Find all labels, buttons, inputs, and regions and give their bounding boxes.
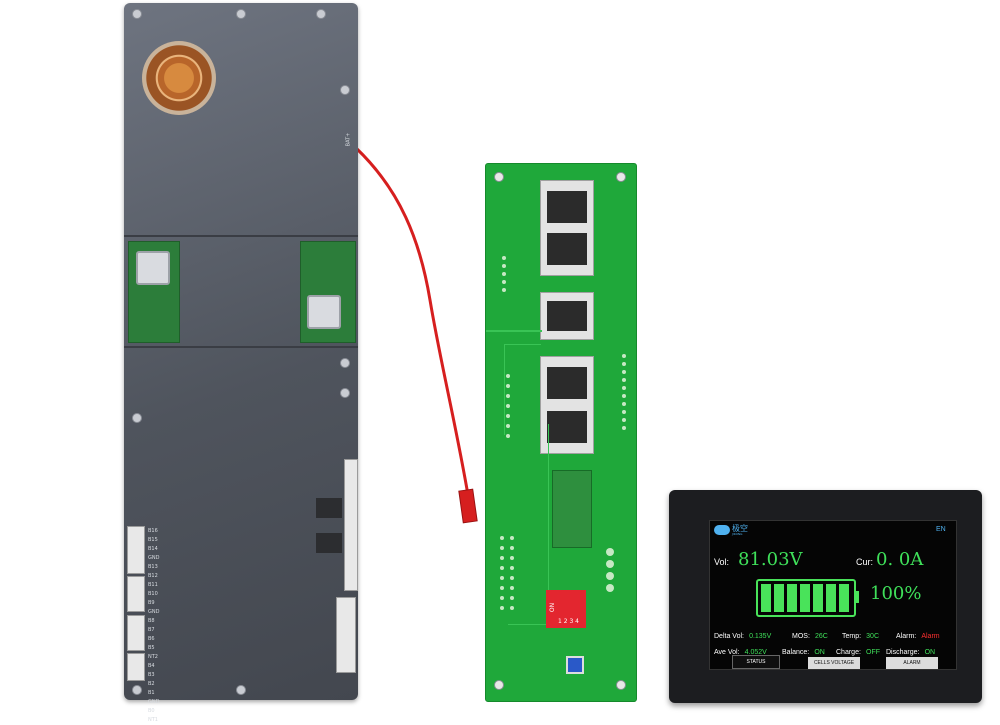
dip-switch[interactable]: ON 1 2 3 4: [546, 590, 586, 628]
delta-label: Delta Vol:: [714, 633, 744, 640]
cloud-logo-icon: [714, 525, 730, 535]
brand-text: 极空: [732, 524, 748, 533]
terminal-block: [552, 470, 592, 548]
blue-reset-button[interactable]: [566, 656, 584, 674]
rj45-port-2[interactable]: [540, 292, 594, 340]
delta-value: 0.135V: [749, 633, 772, 640]
tab-status[interactable]: STATUS: [732, 655, 780, 669]
rj45-port-3[interactable]: [540, 356, 594, 454]
alarm-label: Alarm:: [896, 633, 917, 640]
current-value: 0. 0A: [876, 549, 924, 570]
dip-numbers: 1 2 3 4: [558, 618, 579, 625]
adapter-pcb: ON 1 2 3 4: [485, 163, 637, 702]
brand-subtext: JIKONG: [732, 532, 743, 536]
dip-on-label: ON: [549, 602, 557, 613]
bms-left-terminal: [136, 251, 170, 285]
temp-label: Temp:: [842, 633, 862, 640]
balance-value: ON: [814, 649, 825, 656]
mos-value: 26C: [814, 633, 828, 640]
alarm-value: Alarm: [921, 633, 940, 640]
inductor-coil: [142, 41, 216, 115]
voltage-value: 81.03V: [738, 549, 803, 570]
current-label: Cur:: [856, 557, 874, 567]
percent-value: 100%: [870, 583, 922, 604]
voltage-label: Vol:: [714, 557, 730, 567]
temp-value: 30C: [866, 633, 879, 640]
discharge-value: ON: [924, 649, 936, 656]
mos-label: MOS:: [792, 633, 810, 640]
bat-plus-label: BAT+: [345, 132, 352, 147]
charge-label: Charge:: [836, 649, 861, 656]
ave-value: 4.052V: [744, 649, 767, 656]
ave-label: Ave Vol:: [714, 649, 740, 656]
bms-right-terminal: [307, 295, 341, 329]
lcd-screen: 极空 JIKONG EN Vol: 81.03V Cur: 0. 0A 100%…: [709, 520, 957, 670]
tab-alarm[interactable]: ALARM: [886, 657, 938, 669]
balance-label: Balance:: [782, 649, 810, 656]
lcd-display-module: 极空 JIKONG EN Vol: 81.03V Cur: 0. 0A 100%…: [669, 490, 982, 703]
charge-value: OFF: [866, 649, 880, 656]
language-toggle[interactable]: EN: [936, 526, 946, 533]
battery-icon: [756, 579, 859, 617]
tab-cells-voltage[interactable]: CELLS VOLTAGE: [808, 657, 860, 669]
discharge-label: Discharge:: [886, 649, 920, 656]
rj45-port-1[interactable]: [540, 180, 594, 276]
